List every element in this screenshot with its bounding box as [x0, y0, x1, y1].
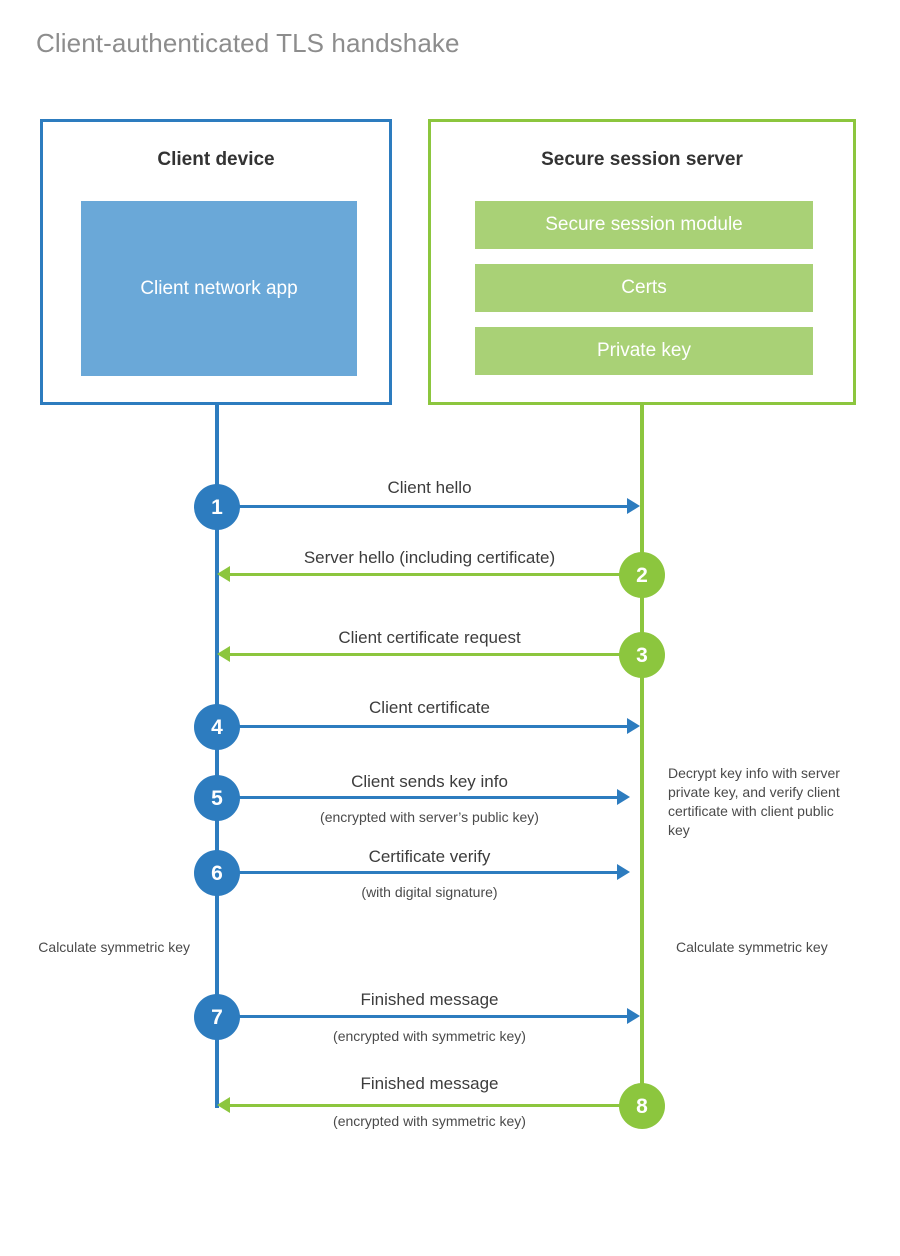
message-label-5: Client sends key info [351, 772, 508, 791]
arrow-head-1 [627, 498, 640, 514]
arrow-head-3 [217, 646, 230, 662]
message-label-7: Finished message [360, 990, 499, 1009]
step-circle-3[interactable]: 3 [619, 632, 665, 678]
actor-box-secure-session-server: Secure session server Secure session mod… [428, 119, 856, 405]
step-circle-7[interactable]: 7 [194, 994, 240, 1040]
message-label-4: Client certificate [369, 698, 490, 717]
arrow-head-7 [627, 1008, 640, 1024]
step-circle-1[interactable]: 1 [194, 484, 240, 530]
arrow-line-7 [217, 1015, 627, 1018]
page-title: Client-authenticated TLS handshake [36, 28, 460, 58]
message-sublabel-8: (encrypted with symmetric key) [333, 1113, 526, 1129]
client-device-title: Client device [157, 149, 275, 170]
actor-box-client-device: Client device Client network app [40, 119, 392, 405]
arrow-head-6 [617, 864, 630, 880]
client-network-app-block: Client network app [81, 201, 357, 376]
step-circle-8[interactable]: 8 [619, 1083, 665, 1129]
arrow-head-5 [617, 789, 630, 805]
arrow-line-8 [230, 1104, 642, 1107]
lifeline-client [215, 405, 219, 1108]
message-sublabel-7: (encrypted with symmetric key) [333, 1028, 526, 1044]
private-key-block: Private key [475, 327, 813, 375]
arrow-line-6 [217, 871, 617, 874]
arrow-line-5 [217, 796, 617, 799]
arrow-line-2 [230, 573, 642, 576]
message-sublabel-5: (encrypted with server’s public key) [320, 809, 539, 825]
step-circle-2[interactable]: 2 [619, 552, 665, 598]
message-sublabel-6: (with digital signature) [361, 884, 498, 900]
certs-block: Certs [475, 264, 813, 312]
step-circle-6[interactable]: 6 [194, 850, 240, 896]
message-label-3: Client certificate request [338, 628, 521, 647]
note-server-calculate-symmetric-key: Calculate symmetric key [676, 939, 828, 955]
secure-session-module-block: Secure session module [475, 201, 813, 249]
message-label-6: Certificate verify [368, 847, 491, 866]
secure-session-server-title: Secure session server [541, 149, 743, 170]
note-client-calculate-symmetric-key: Calculate symmetric key [38, 939, 190, 955]
arrow-head-4 [627, 718, 640, 734]
message-label-1: Client hello [387, 478, 472, 497]
step-circle-5[interactable]: 5 [194, 775, 240, 821]
lifeline-server [640, 405, 644, 1106]
step-circle-4[interactable]: 4 [194, 704, 240, 750]
arrow-line-1 [217, 505, 627, 508]
message-label-2: Server hello (including certificate) [303, 548, 556, 567]
arrow-head-2 [217, 566, 230, 582]
note-server-decrypt: Decrypt key info with server private key… [668, 765, 840, 838]
arrow-line-4 [217, 725, 627, 728]
message-label-8: Finished message [360, 1074, 499, 1093]
arrow-head-8 [217, 1097, 230, 1113]
arrow-line-3 [230, 653, 642, 656]
